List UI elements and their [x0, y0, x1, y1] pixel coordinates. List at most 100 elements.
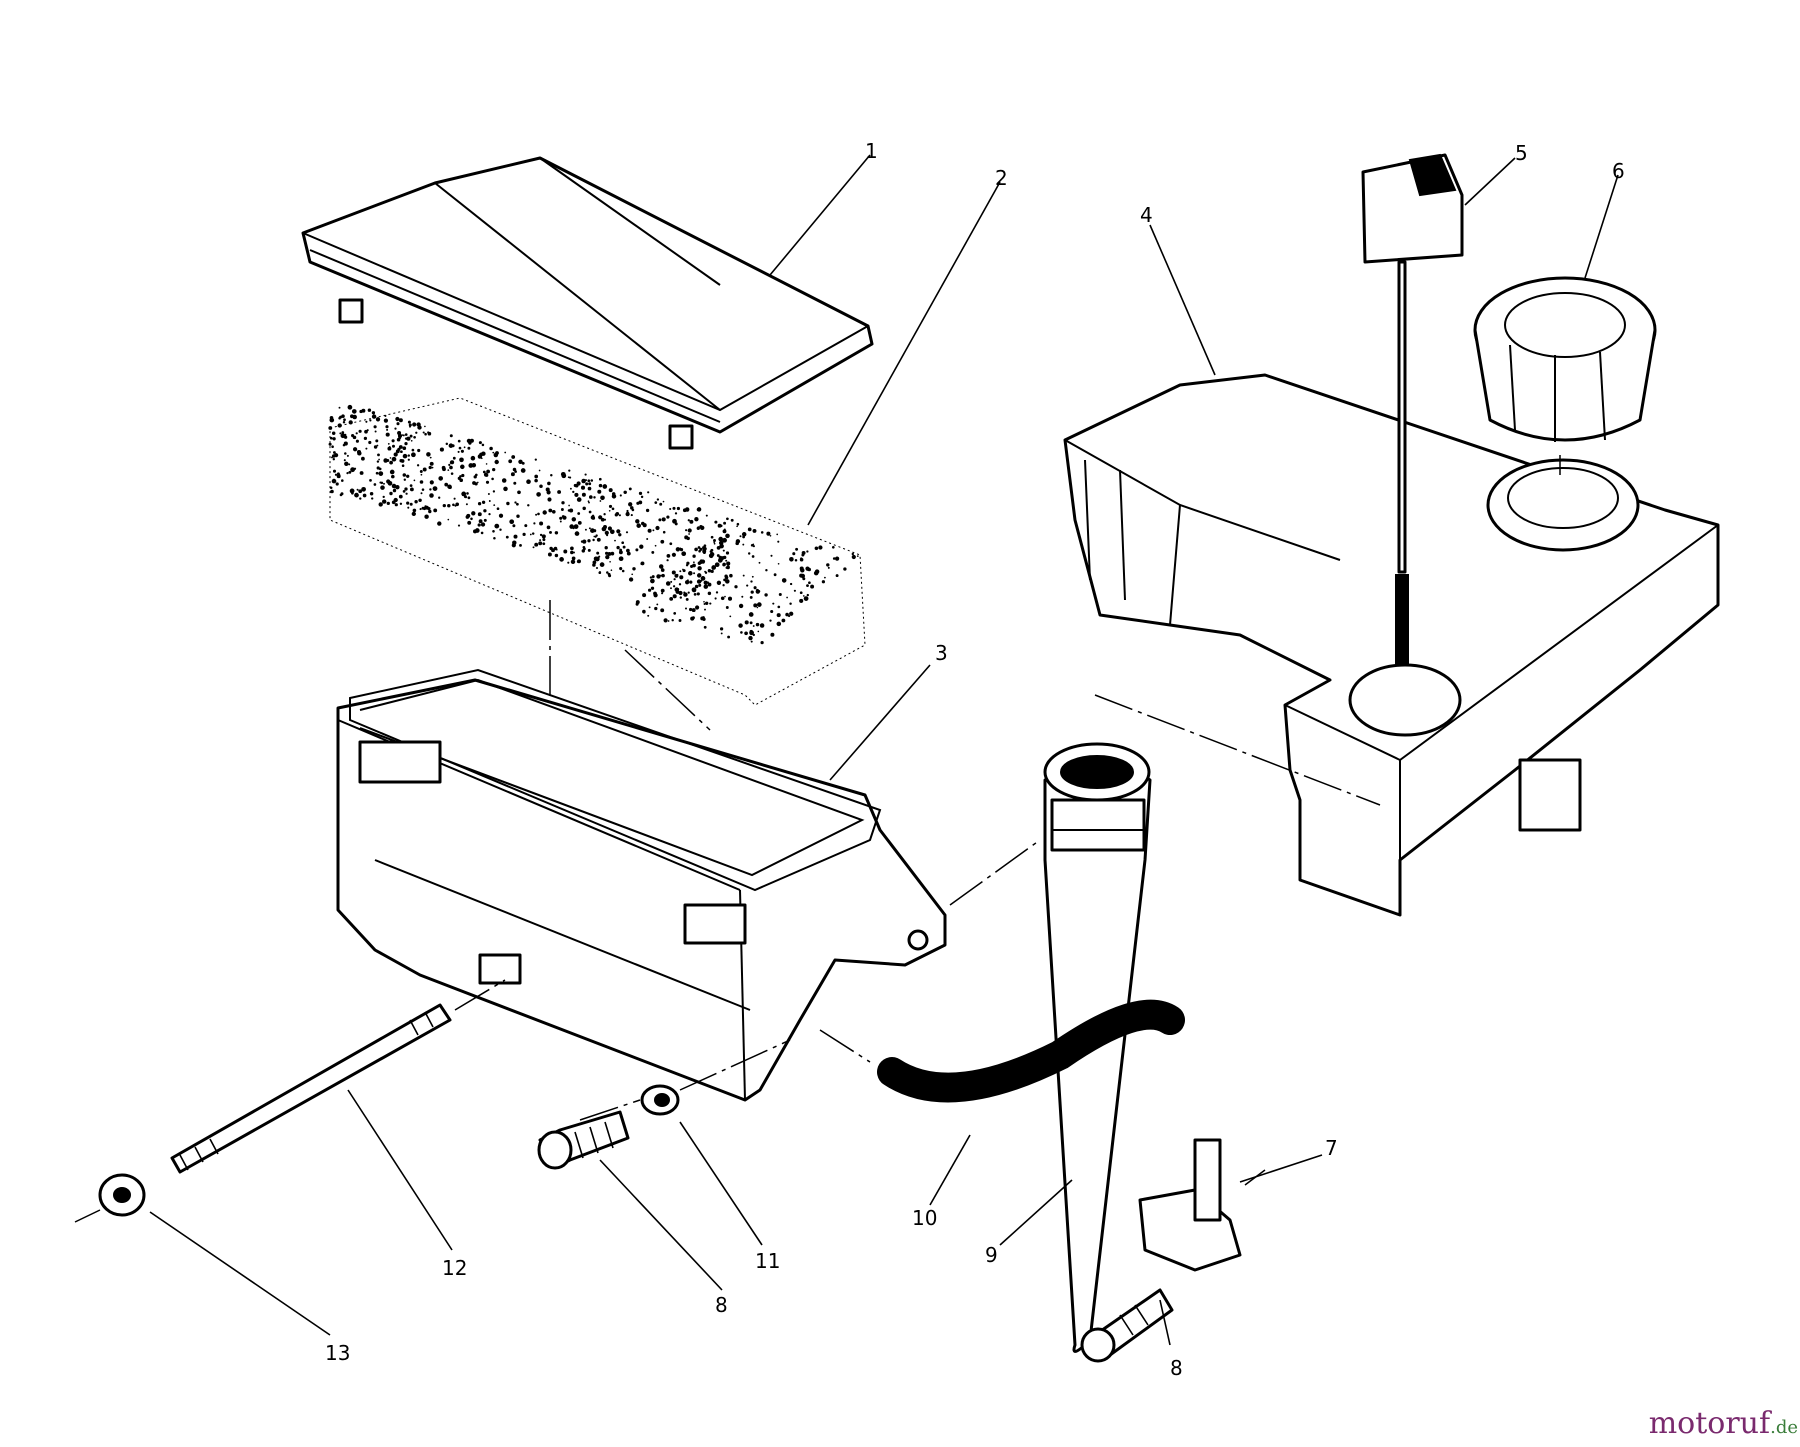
- foam-speck: [479, 452, 483, 457]
- foam-speck: [485, 480, 490, 484]
- foam-speck: [524, 524, 528, 528]
- foam-speck: [348, 463, 351, 466]
- foam-speck: [672, 518, 677, 524]
- foam-speck: [765, 569, 768, 572]
- foam-speck: [508, 459, 513, 464]
- foam-speck: [707, 582, 712, 587]
- foam-speck: [758, 561, 761, 564]
- foam-speck: [330, 489, 334, 494]
- foam-speck: [516, 502, 519, 506]
- foam-speck: [376, 460, 380, 463]
- foam-speck: [606, 571, 609, 574]
- foam-speck: [609, 529, 615, 535]
- foam-speck: [709, 550, 713, 553]
- foam-texture: [328, 404, 859, 645]
- leader-lines: [149, 154, 1619, 1346]
- foam-speck: [391, 474, 395, 479]
- foam-speck: [344, 452, 347, 455]
- foam-speck: [806, 593, 809, 597]
- foam-speck: [619, 494, 622, 497]
- foam-speck: [669, 597, 674, 601]
- foam-speck: [636, 501, 640, 505]
- foam-speck: [698, 583, 702, 587]
- foam-speck: [699, 525, 705, 531]
- foam-speck: [513, 481, 517, 485]
- foam-speck: [535, 513, 538, 516]
- foam-speck: [421, 488, 425, 491]
- foam-speck: [608, 509, 611, 512]
- foam-speck: [639, 544, 644, 549]
- foam-speck: [826, 563, 830, 567]
- foam-speck: [649, 576, 653, 579]
- foam-speck: [350, 414, 354, 419]
- foam-speck: [382, 499, 387, 504]
- foam-speck: [415, 431, 418, 434]
- foam-speck: [386, 428, 389, 431]
- foam-speck: [753, 603, 758, 608]
- foam-speck: [653, 593, 658, 598]
- foam-speck: [736, 525, 738, 528]
- foam-speck: [406, 474, 410, 478]
- callout-1: 1: [865, 139, 878, 163]
- foam-speck: [753, 586, 757, 590]
- foam-speck: [608, 504, 613, 508]
- foam-speck: [358, 489, 363, 494]
- foam-speck: [718, 558, 721, 561]
- foam-speck: [666, 515, 670, 519]
- foam-speck: [749, 595, 753, 599]
- foam-speck: [725, 606, 729, 609]
- foam-speck: [374, 430, 377, 433]
- foam-speck: [341, 431, 345, 434]
- foam-speck: [568, 504, 570, 507]
- foam-speck: [656, 603, 659, 606]
- foam-speck: [814, 546, 819, 551]
- foam-speck: [542, 510, 547, 515]
- foam-speck: [742, 574, 745, 577]
- assembly-alignment-lines: [74, 455, 1561, 1223]
- foam-speck: [521, 461, 525, 465]
- foam-speck: [584, 473, 587, 476]
- foam-speck: [346, 472, 349, 475]
- foam-speck: [402, 490, 406, 493]
- foam-speck: [450, 472, 454, 475]
- foam-speck: [510, 472, 515, 477]
- foam-speck: [576, 560, 580, 563]
- foam-speck: [598, 483, 603, 488]
- foam-speck: [588, 527, 591, 530]
- foam-speck: [571, 556, 576, 561]
- foam-speck: [656, 498, 660, 501]
- foam-speck: [587, 539, 591, 543]
- foam-speck: [513, 534, 518, 539]
- foam-speck: [662, 500, 665, 503]
- foam-speck: [512, 524, 516, 528]
- foam-speck: [467, 446, 471, 450]
- foam-speck: [697, 546, 701, 549]
- foam-speck: [422, 467, 427, 472]
- foam-speck: [703, 600, 705, 603]
- foam-speck: [369, 419, 372, 422]
- foam-speck: [512, 540, 517, 545]
- fuel-filler-neck: [1043, 742, 1242, 1353]
- foam-speck: [720, 596, 725, 601]
- foam-speck: [457, 450, 460, 453]
- foam-speck: [719, 627, 724, 631]
- foam-speck: [806, 584, 809, 587]
- foam-speck: [492, 530, 495, 533]
- foam-speck: [750, 640, 753, 643]
- foam-speck: [610, 551, 615, 556]
- foam-speck: [603, 525, 607, 529]
- foam-speck: [655, 525, 660, 531]
- foam-speck: [377, 453, 380, 457]
- foam-speck: [593, 535, 596, 538]
- foam-speck: [498, 513, 504, 518]
- foam-speck: [661, 517, 666, 522]
- foam-speck: [465, 515, 470, 519]
- foam-speck: [818, 545, 823, 550]
- foam-speck: [375, 417, 381, 422]
- callout-3: 3: [935, 641, 948, 665]
- foam-speck: [580, 485, 586, 490]
- foam-speck: [375, 439, 379, 443]
- foam-speck: [376, 466, 380, 470]
- foam-speck: [766, 531, 771, 536]
- foam-speck: [568, 469, 571, 472]
